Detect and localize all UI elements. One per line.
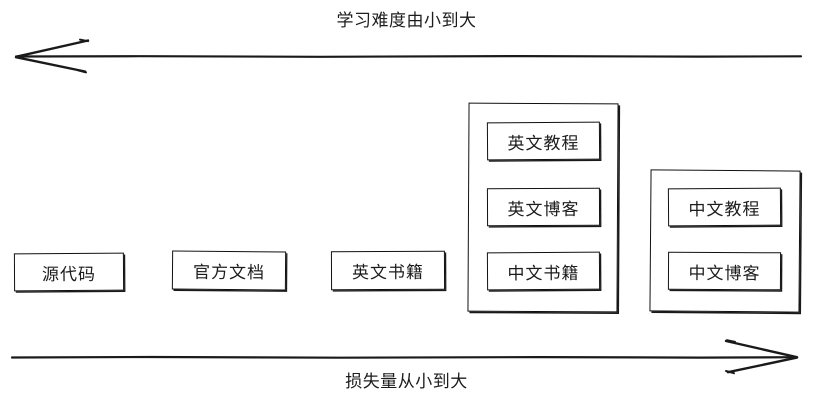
node-box-english-books[interactable]: 英文书籍	[330, 250, 446, 291]
node-box-chinese-blog[interactable]: 中文博客	[667, 251, 782, 291]
node-label: 英文博客	[507, 199, 580, 220]
top-axis-label: 学习难度由小到大	[336, 11, 477, 31]
node-label: 中文博客	[688, 263, 761, 284]
node-label: 官方文档	[192, 262, 266, 284]
node-box-chinese-books[interactable]: 中文书籍	[486, 251, 601, 291]
node-box-official-docs[interactable]: 官方文档	[171, 250, 287, 291]
node-box-chinese-tutorial[interactable]: 中文教程	[667, 187, 782, 227]
node-box-english-blog[interactable]: 英文博客	[486, 187, 601, 227]
node-label: 中文教程	[688, 199, 761, 220]
node-label: 英文教程	[507, 133, 580, 154]
difficulty-axis-arrow-left	[14, 38, 803, 74]
node-box-source-code[interactable]: 源代码	[13, 252, 125, 292]
node-label: 源代码	[41, 264, 97, 285]
bottom-axis-label: 损失量从小到大	[345, 372, 468, 392]
node-label: 英文书籍	[351, 262, 425, 284]
loss-axis-arrow-right	[10, 339, 799, 375]
node-box-english-tutorial[interactable]: 英文教程	[486, 121, 601, 161]
node-label: 中文书籍	[507, 263, 580, 284]
